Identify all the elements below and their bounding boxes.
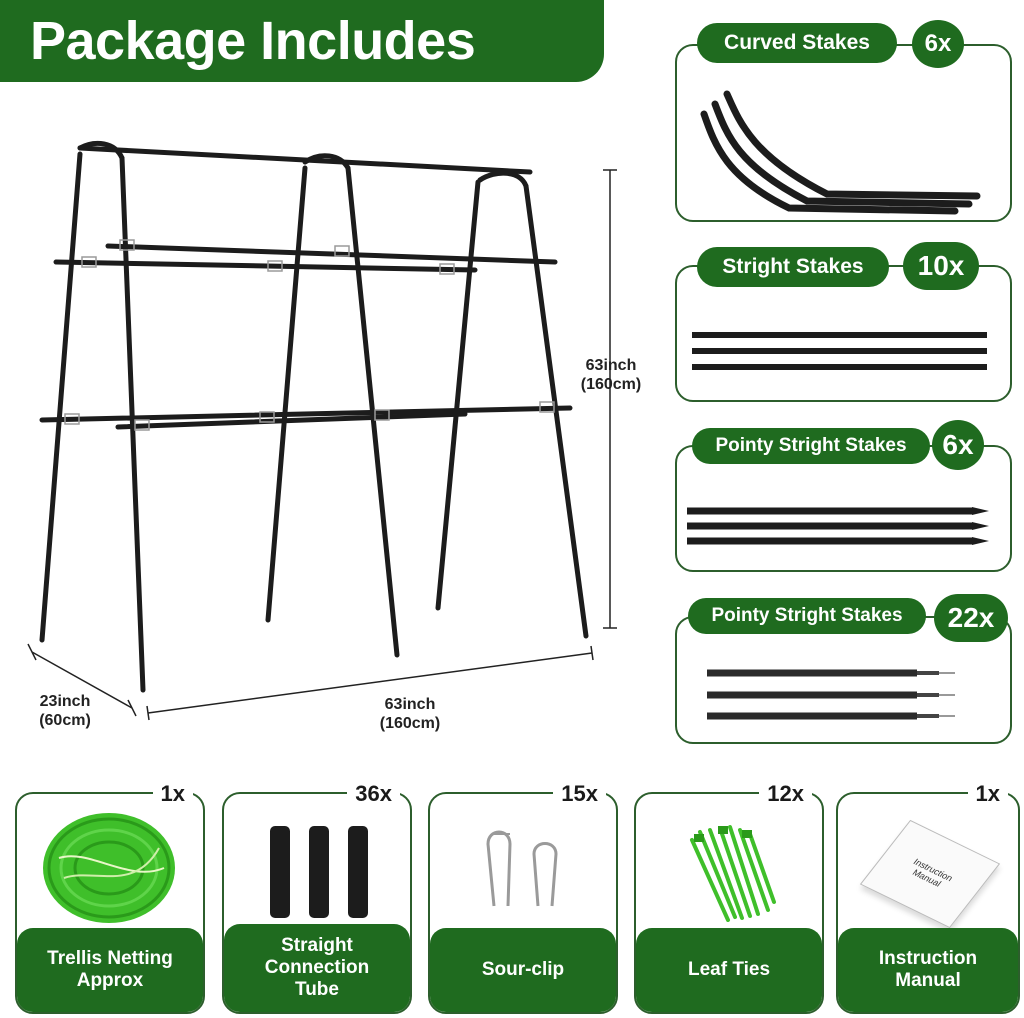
manual-cover-text: Instruction Manual [910, 856, 955, 889]
pointy-stakes-6-qty: 6x [932, 420, 984, 470]
leaf-ties-illustration [690, 825, 776, 922]
straight-stakes-label: Stright Stakes [697, 247, 889, 287]
sour-clip-illustration [486, 830, 558, 907]
sour-clip-card: 15x Sour-clip [428, 780, 618, 1014]
title-banner: Package Includes [0, 0, 604, 82]
pointy-stakes-6-label: Pointy Stright Stakes [692, 428, 930, 464]
pointy-stakes-22-illustration [707, 669, 955, 720]
manual-booklet-illustration: Instruction Manual [859, 819, 1001, 929]
connection-tube-qty: 36x [347, 780, 400, 808]
instruction-manual-card: 1x Instruction Manual Instruction Manual [836, 780, 1020, 1014]
connection-tube-card: 36x Straight Connection Tube [222, 780, 412, 1014]
curved-stakes-qty: 6x [912, 20, 964, 68]
curved-stakes-panel [675, 44, 1012, 222]
trellis-frame-illustration [27, 140, 617, 721]
leaf-ties-qty: 12x [759, 780, 812, 808]
pointy-stakes-22-panel [675, 616, 1012, 744]
height-dimension-label: 63inch (160cm) [580, 357, 642, 393]
depth-dimension-label: 23inch (60cm) [39, 693, 91, 729]
trellis-netting-illustration [43, 813, 175, 923]
curved-stakes-illustration [700, 90, 981, 215]
trellis-netting-card: 1x Trellis Netting Approx [15, 780, 205, 1014]
width-dimension-label: 63inch (160cm) [379, 696, 441, 732]
trellis-netting-label: Trellis Netting Approx [17, 928, 203, 1012]
connection-tube-label: Straight Connection Tube [224, 924, 410, 1012]
page-title: Package Includes [30, 11, 476, 71]
straight-stakes-qty: 10x [903, 242, 979, 290]
leaf-ties-card: 12x Leaf Ties [634, 780, 824, 1014]
instruction-manual-qty: 1x [967, 780, 1008, 808]
sour-clip-qty: 15x [553, 780, 606, 808]
pointy-stakes-22-qty: 22x [934, 594, 1008, 642]
curved-stakes-label: Curved Stakes [697, 23, 897, 63]
pointy-stakes-6-illustration [687, 507, 989, 545]
leaf-ties-label: Leaf Ties [636, 928, 822, 1012]
trellis-netting-qty: 1x [152, 780, 193, 808]
straight-stakes-illustration [692, 332, 987, 370]
instruction-manual-label: Instruction Manual [838, 928, 1018, 1012]
pointy-stakes-22-label: Pointy Stright Stakes [688, 598, 926, 634]
sour-clip-label: Sour-clip [430, 928, 616, 1012]
connection-tube-illustration [270, 826, 368, 918]
